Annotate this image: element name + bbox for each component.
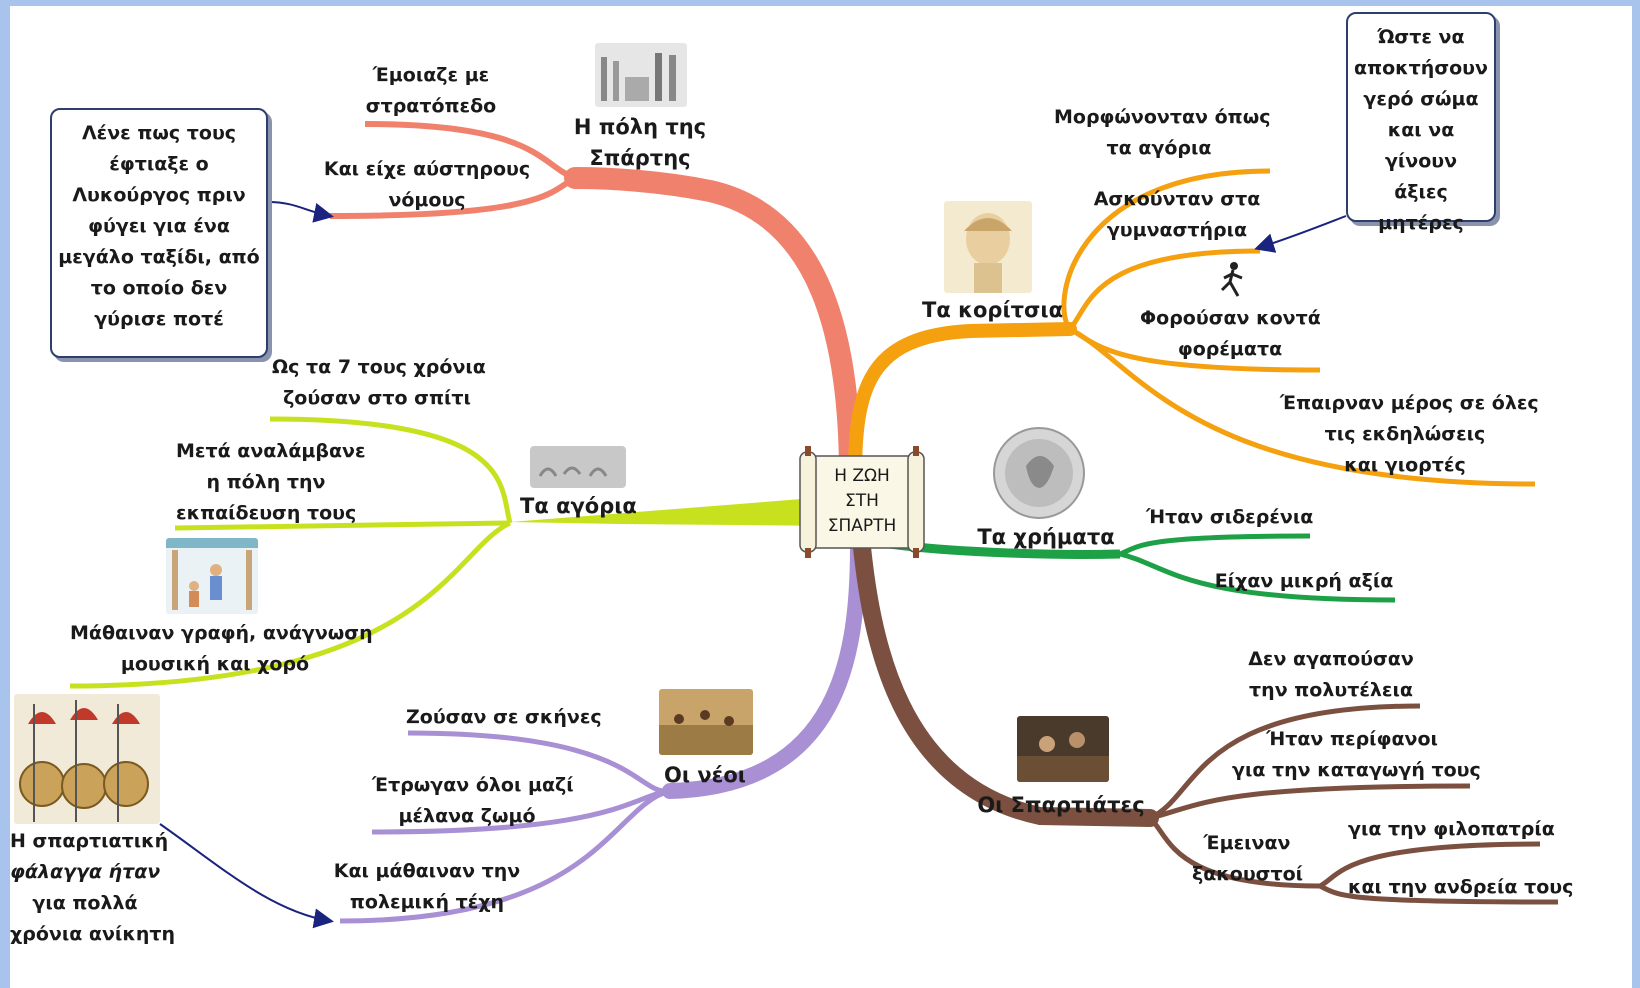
girls-leaf-events: Έπαιρναν μέρος σε όλες τις εκδηλώσεις κα… bbox=[1280, 392, 1539, 476]
spartans-leaf-proud: Ήταν περίφανοι για την καταγωγή τους bbox=[1232, 728, 1481, 781]
branch-spartans-main bbox=[851, 517, 1159, 827]
branch-boys-leaf-1 bbox=[269, 416, 513, 524]
girls-leaf-dresses: Φορούσαν κοντά φορέματα bbox=[1140, 307, 1321, 360]
mind-map-canvas: Η ΖΩΗ ΣΤΗ ΣΠΑΡΤΗ bbox=[10, 6, 1632, 988]
youth-leaf-war: Και μάθαιναν την πολεμική τέχη bbox=[333, 860, 521, 913]
branch-boys-title: Τα αγόρια bbox=[520, 494, 637, 518]
branch-boys-leaf-2 bbox=[174, 520, 511, 531]
branch-money-leaf-1 bbox=[1119, 533, 1311, 557]
branch-girls-title: Τα κορίτσια bbox=[922, 298, 1063, 322]
branch-money-title: Τα χρήματα bbox=[977, 525, 1115, 549]
branch-youth-title: Οι νέοι bbox=[664, 763, 746, 787]
branch-city-leaf-2 bbox=[329, 175, 577, 219]
arrow-mothers bbox=[1254, 215, 1347, 253]
spartans-leaf-luxury: Δεν αγαπούσαν την πολυτέλεια bbox=[1248, 648, 1414, 701]
branch-spartans-leaf-4 bbox=[1318, 841, 1541, 889]
youth-leaf-tents: Ζούσαν σε σκήνες bbox=[406, 706, 602, 728]
spartans-leaf-bravery: και την ανδρεία τους bbox=[1348, 876, 1574, 898]
branch-girls-leaf-4 bbox=[1068, 326, 1536, 487]
branch-youth-main bbox=[662, 538, 866, 799]
branch-city-title: Η πόλη της Σπάρτης bbox=[573, 115, 707, 170]
branch-boys-main bbox=[510, 496, 840, 526]
girls-leaf-educated: Μορφώνονταν όπως τα αγόρια bbox=[1054, 106, 1271, 159]
city-ruins-image bbox=[595, 43, 687, 107]
note-lycurgus: Λένε πως τους έφτιαξε ο Λυκούργος πριν φ… bbox=[50, 108, 268, 358]
branch-youth-leaf-1 bbox=[407, 730, 671, 794]
girls-leaf-gymnasium: Ασκούνταν στα γυμναστήρια bbox=[1093, 188, 1261, 241]
branch-spartans-leaf-1 bbox=[1148, 703, 1421, 821]
branch-youth-leaf-3 bbox=[339, 788, 671, 924]
spartans-leaf-patriotism: για την φιλοπατρία bbox=[1348, 818, 1555, 840]
center-title: Η ΖΩΗ ΣΤΗ ΣΠΑΡΤΗ bbox=[827, 466, 897, 536]
branch-money-leaf-2 bbox=[1119, 551, 1396, 603]
money-leaf-value: Είχαν μικρή αξία bbox=[1214, 570, 1394, 592]
branch-city-leaf-1 bbox=[364, 121, 577, 181]
branch-spartans-title: Οι Σπαρτιάτες bbox=[977, 793, 1145, 817]
spartans-leaf-famous: Έμειναν ξακουστοί bbox=[1192, 832, 1304, 885]
school-scene-image bbox=[166, 538, 258, 614]
youth-leaf-broth: Έτρωγαν όλοι μαζί μέλανα ζωμό bbox=[372, 774, 574, 827]
stone-relief-image bbox=[530, 446, 626, 488]
branch-girls-leaf-2 bbox=[1068, 248, 1261, 331]
runner-icon bbox=[1220, 262, 1243, 297]
city-leaf-laws: Και είχε αύστηρους νόμους bbox=[323, 158, 531, 211]
boys-leaf-learning: Μάθαιναν γραφή, ανάγνωση μουσική και χορ… bbox=[70, 622, 373, 675]
note-phalanx: Η σπαρτιατική φάλαγγα ήταν για πολλά χρό… bbox=[10, 830, 175, 945]
youth-painting-image bbox=[659, 689, 753, 755]
boys-leaf-home: Ως τα 7 τους χρόνια ζούσαν στο σπίτι bbox=[272, 356, 486, 409]
center-scroll-icon bbox=[799, 446, 925, 558]
phalanx-image bbox=[14, 694, 160, 824]
branch-boys-leaf-3 bbox=[69, 520, 512, 689]
note-mothers: Ώστε να αποκτήσουν γερό σώμα και να γίνο… bbox=[1346, 12, 1496, 234]
arrow-lycurgus bbox=[267, 201, 334, 223]
girl-statue-image bbox=[944, 201, 1032, 293]
branch-spartans-leaf-2 bbox=[1149, 783, 1471, 821]
branch-girls-main bbox=[848, 322, 1077, 483]
boys-leaf-city-education: Μετά αναλάμβανε η πόλη την εκπαίδευση το… bbox=[176, 440, 366, 524]
branch-city-main bbox=[564, 167, 861, 487]
branch-girls-leaf-1 bbox=[1061, 168, 1271, 331]
money-leaf-iron: Ήταν σιδερένια bbox=[1146, 506, 1314, 528]
branch-spartans-leaf-3 bbox=[1148, 816, 1321, 889]
arrow-phalanx bbox=[159, 823, 334, 929]
battle-painting-image bbox=[1017, 716, 1109, 782]
branch-spartans-leaf-5 bbox=[1318, 883, 1559, 905]
coin-image bbox=[993, 427, 1085, 519]
city-leaf-camp: Έμοιαζε με στρατόπεδο bbox=[365, 64, 497, 117]
